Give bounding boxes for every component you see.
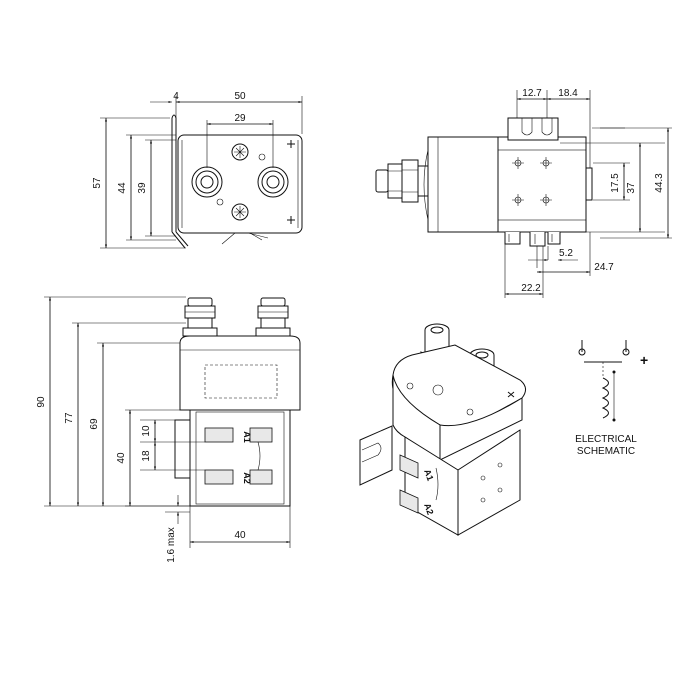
front-view: A1 A2 90 77 69 40 10 18 1.6 max 40 [36,296,301,563]
front-dim-10: 10 [141,425,152,437]
front-view-cap [179,335,301,411]
top-dim-29: 29 [234,113,246,124]
top-dim-50: 50 [234,91,246,102]
front-dim-40-vertical: 40 [116,452,127,464]
front-terminal-a1: A1 [242,431,252,443]
side-dim-24-7: 24.7 [594,262,614,273]
screw-bottom [231,203,249,221]
top-view-body [177,134,303,234]
top-dim-57: 57 [92,177,103,189]
front-view-body [189,409,291,507]
top-dim-4: 4 [173,91,179,102]
side-dim-37: 37 [626,182,637,194]
front-terminal-a2: A2 [242,472,252,484]
side-dim-18-4: 18.4 [558,88,578,99]
schematic-plus-sign: + [640,352,648,368]
front-dim-18: 18 [141,450,152,462]
front-dim-40-horizontal: 40 [234,530,246,541]
isometric-view: A1 A2 [359,323,526,536]
top-dim-39: 39 [137,182,148,194]
front-dim-1-6-max: 1.6 max [166,527,177,563]
side-dim-44-3: 44.3 [654,173,665,193]
front-stud-right [255,297,291,337]
schematic-caption-line1: ELECTRICAL [575,434,637,445]
side-dim-22-2: 22.2 [521,283,541,294]
iso-terminal-a1: A1 [422,468,435,482]
side-dim-12-7: 12.7 [522,88,542,99]
front-dim-77: 77 [64,412,75,424]
front-stud-left [182,297,218,337]
side-view: 12.7 18.4 17.5 37 44.3 5.2 24.7 22.2 [375,88,672,298]
top-dim-44: 44 [117,182,128,194]
side-dim-5-2: 5.2 [559,248,573,259]
iso-terminal-a2: A2 [422,502,435,516]
top-view: 4 50 29 57 44 39 [92,91,303,249]
screw-top [231,143,249,161]
schematic-caption-line2: SCHEMATIC [577,446,635,457]
side-dim-17-5: 17.5 [610,173,621,193]
electrical-schematic: + ELECTRICAL SCHEMATIC [575,340,648,457]
front-dim-90: 90 [36,396,47,408]
front-dim-69: 69 [89,418,100,430]
side-view-body [497,136,587,233]
